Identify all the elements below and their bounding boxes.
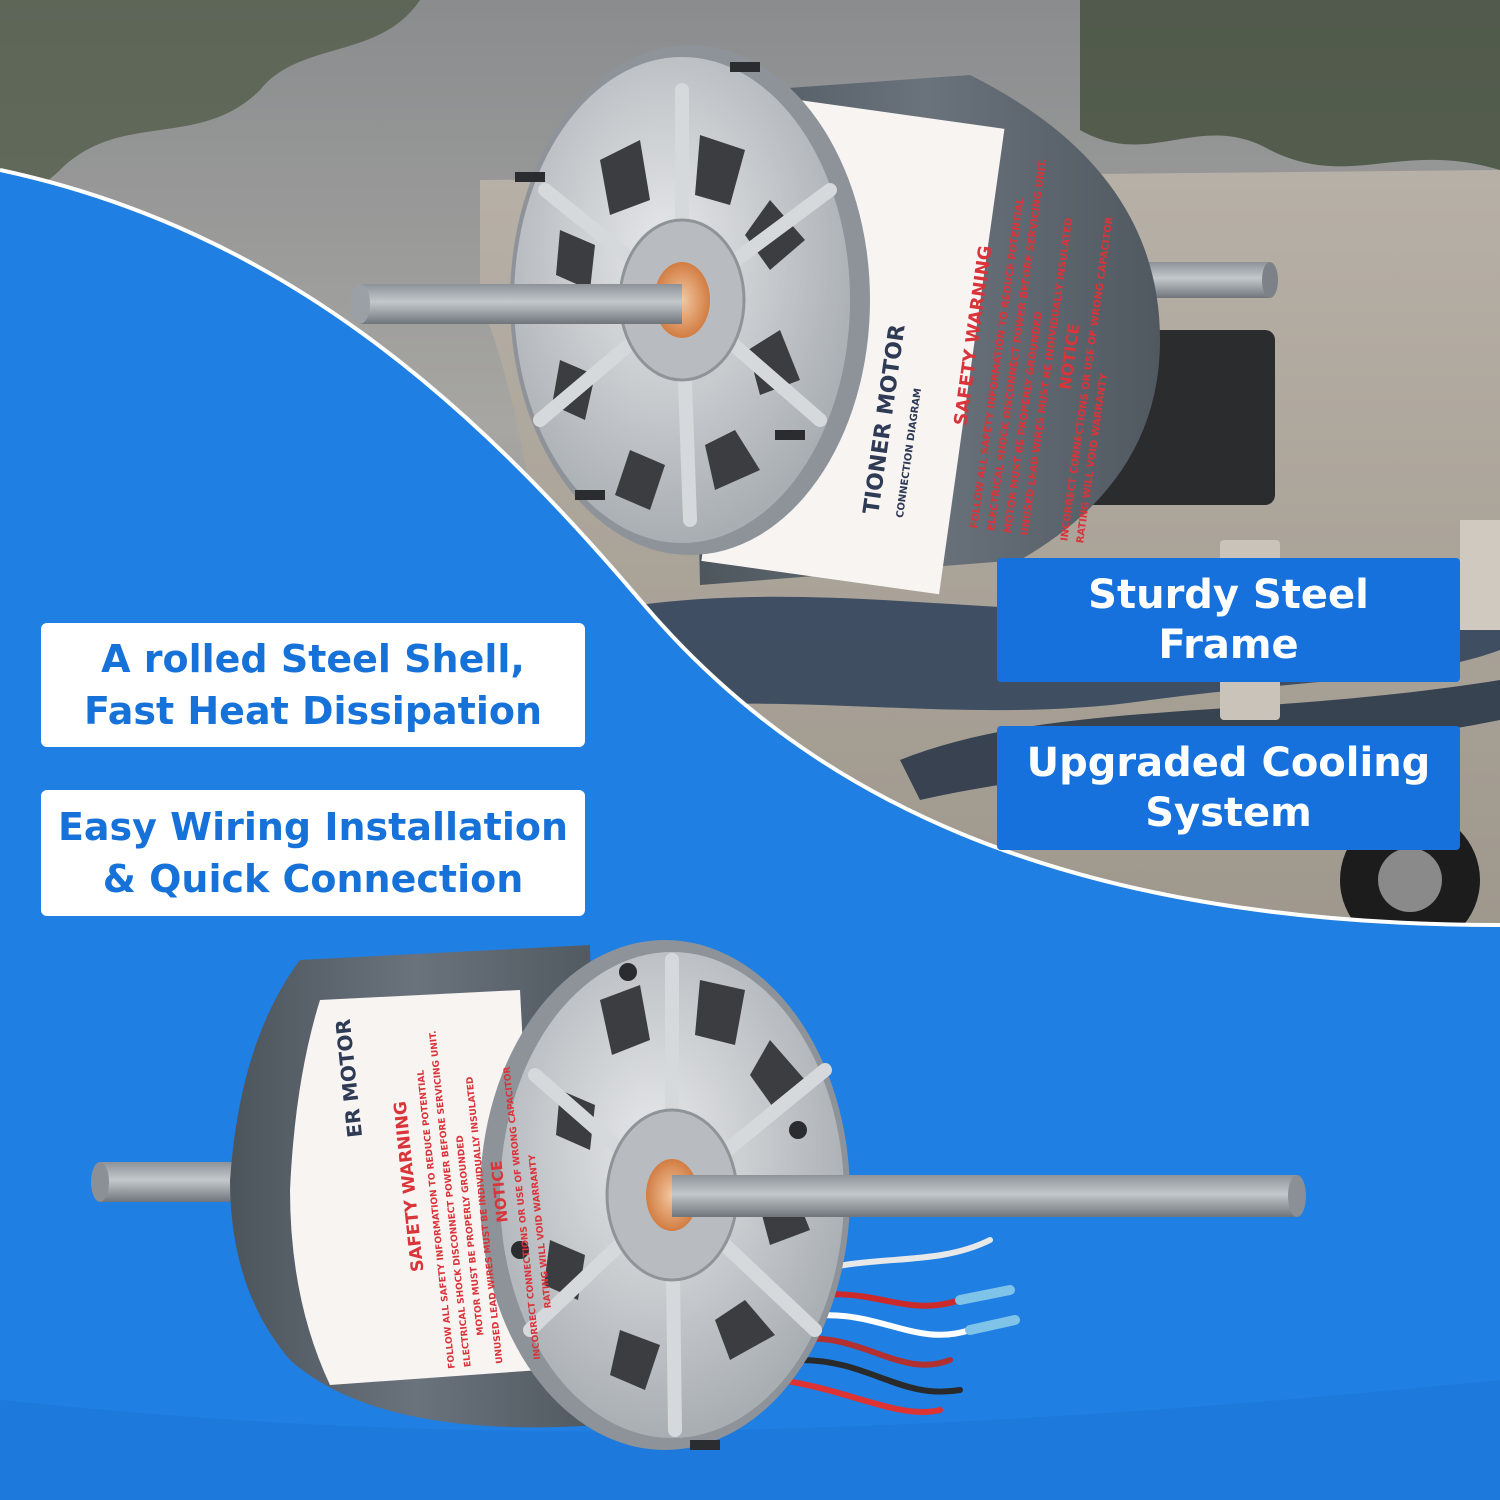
feature-cooling-line1: Upgraded Cooling [1026, 740, 1431, 786]
feature-frame-line1: Sturdy Steel [1088, 572, 1369, 618]
feature-shell-line2: Fast Heat Dissipation [83, 689, 543, 733]
feature-cooling-line2: System [1145, 790, 1312, 836]
motor-bottom-label [290, 990, 540, 1385]
feature-frame-line2: Frame [1158, 622, 1299, 668]
motor-top-image [350, 45, 1278, 595]
feature-wiring-line1: Easy Wiring Installation [57, 805, 569, 849]
motor-bottom-image [91, 940, 1306, 1450]
feature-wiring-callout: Easy Wiring Installation & Quick Connect… [41, 790, 585, 916]
feature-shell-line1: A rolled Steel Shell, [101, 637, 525, 681]
feature-cooling-callout: Upgraded Cooling System [997, 726, 1460, 850]
feature-frame-callout: Sturdy Steel Frame [997, 558, 1460, 682]
feature-shell-callout: A rolled Steel Shell, Fast Heat Dissipat… [41, 623, 585, 747]
feature-wiring-line2: & Quick Connection [102, 857, 524, 901]
